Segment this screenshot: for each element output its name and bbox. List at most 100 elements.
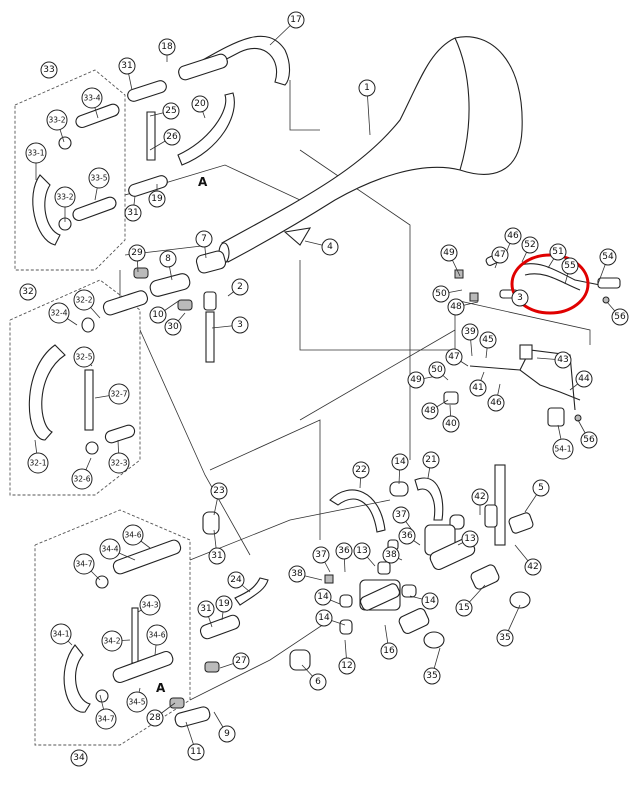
group-box-34 [34,509,191,746]
callout-label: 18 [161,42,173,52]
callout-circle [232,652,250,670]
callout-6: 6 [301,664,327,691]
callout-circle [421,592,439,610]
callout-label: 9 [224,729,230,739]
water-key-lower [432,344,582,427]
callout-circle [309,673,327,691]
callout-34-7: 34-7 [73,553,101,581]
callout-43: 43 [536,351,572,369]
callout-label: 33-4 [83,94,100,103]
callout-circle [442,415,460,433]
callout-layer: 1718313333-4252033-212633-133-533-231197… [19,11,629,767]
callout-circle [315,609,333,627]
callout-label: 21 [425,455,436,465]
callout-label: 33-2 [56,193,73,202]
callout-circle [118,57,136,75]
callout-circle [511,289,529,307]
callout-36: 36 [398,527,421,546]
callout-32-4: 32-4 [48,302,78,326]
callout-label: 48 [450,302,462,312]
callout-label: 38 [385,550,397,560]
callout-34-2: 34-2 [101,630,131,652]
callout-label: 37 [395,510,406,520]
callout-46: 46 [487,383,505,412]
callout-circle [195,230,213,248]
callout-27: 27 [219,652,250,670]
callout-48: 48 [447,298,479,316]
callout-circle [471,488,489,506]
callout-circle [146,709,164,727]
callout-label: 36 [338,546,350,556]
callout-circle [148,190,166,208]
callout-circle [73,289,95,311]
callout-label: 33-2 [48,116,65,125]
callout-32-3: 32-3 [108,439,130,474]
callout-circle [48,302,70,324]
callout-label: 16 [383,646,395,656]
callout-label: 56 [583,435,595,445]
callout-17: 17 [269,11,305,46]
callout-label: 49 [410,375,422,385]
callout-circle [321,238,339,256]
callout-label: 46 [490,398,502,408]
letter-a-upper: A [198,175,208,189]
callout-label: 35 [426,671,437,681]
callout-42: 42 [514,544,542,576]
callout-circle [128,244,146,262]
callout-31: 31 [197,600,215,628]
callout-circle [580,431,598,449]
callout-label: 54 [602,252,614,262]
callout-circle [99,538,121,560]
callout-label: 35 [499,633,510,643]
callout-13: 13 [457,530,479,548]
part-4 [283,227,312,246]
callout-23: 23 [210,482,228,516]
callout-label: 14 [424,596,436,606]
callout-47: 47 [491,246,509,269]
water-key-upper [454,252,621,304]
callout-circle [158,38,176,56]
callout-circle [447,298,465,316]
callout-label: 33 [43,65,54,75]
callout-label: 55 [564,261,575,271]
callout-circle [353,542,371,560]
callout-38: 38 [382,546,403,564]
callout-14: 14 [314,588,341,606]
callout-circle [524,558,542,576]
callout-label: 52 [524,240,535,250]
callout-30: 30 [164,312,186,336]
callout-51: 51 [547,243,567,269]
callout-label: 34 [73,753,85,763]
callout-20: 20 [191,95,209,119]
callout-56: 56 [606,301,629,326]
callout-label: 34-6 [148,631,165,640]
callout-circle [70,749,88,767]
callout-circle [227,571,245,589]
callout-circle [124,204,142,222]
callout-circle [504,227,522,245]
callout-label: 34-5 [128,698,145,707]
callout-29: 29 [128,244,146,273]
callout-7: 7 [195,230,213,259]
callout-label: 31 [121,61,132,71]
callout-circle [479,331,497,349]
callout-circle [71,468,93,490]
callout-circle [46,109,68,131]
callout-circle [139,594,161,616]
callout-label: 14 [394,457,406,467]
callout-label: 31 [127,208,138,218]
callout-34-3: 34-3 [137,594,161,616]
callout-56: 56 [577,419,598,449]
callout-2: 2 [227,278,249,297]
callout-33: 33 [40,61,58,79]
callout-label: 3 [517,293,523,303]
callout-circle [27,452,49,474]
callout-circle [432,285,450,303]
callout-circle [496,629,514,647]
callout-39: 39 [461,323,479,357]
callout-circle [392,506,410,524]
callout-48: 48 [421,399,449,420]
callout-label: 19 [218,599,230,609]
callout-3: 3 [505,289,529,307]
callout-label: 41 [472,383,483,393]
